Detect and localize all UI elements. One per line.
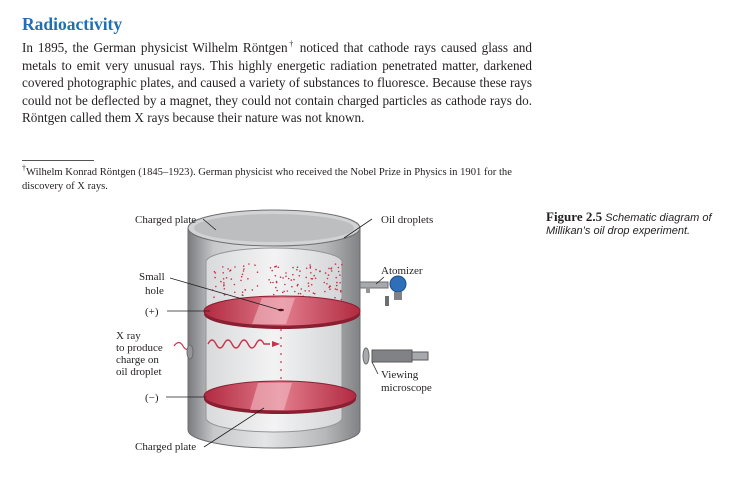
figure-caption: Figure 2.5 Schematic diagram of Millikan… — [546, 210, 726, 238]
label-xray-line1: X ray — [116, 330, 141, 342]
top-plate — [203, 295, 361, 329]
viewing-microscope — [362, 347, 429, 365]
footnote-mark: † — [22, 163, 26, 173]
body-paragraph: In 1895, the German physicist Wilhelm Rö… — [22, 39, 532, 127]
footnote-text: Wilhelm Konrad Röntgen (1845–1923). Germ… — [22, 167, 512, 192]
bottom-plate — [203, 380, 357, 414]
label-negative: (−) — [145, 392, 159, 404]
small-hole-marker — [278, 308, 284, 312]
xray-wave — [207, 339, 280, 349]
label-small-hole-line2: hole — [145, 285, 164, 297]
diagram-labels: Charged plate Oil droplets Atomizer Smal… — [116, 214, 433, 453]
figure-number: Figure 2.5 — [546, 209, 603, 224]
label-positive: (+) — [145, 306, 159, 318]
footnote-reference[interactable]: † — [287, 39, 295, 49]
footnote: †Wilhelm Konrad Röntgen (1845–1923). Ger… — [22, 163, 532, 194]
label-oil-droplets: Oil droplets — [381, 214, 433, 226]
label-atomizer: Atomizer — [381, 265, 423, 277]
oil-droplets-cloud — [211, 263, 343, 307]
falling-droplet-trail — [280, 329, 282, 379]
leader-lines — [166, 218, 385, 448]
figure-caption-text: Schematic diagram of Millikan’s oil drop… — [546, 212, 712, 237]
label-viewing-line1: Viewing — [381, 369, 419, 381]
footnote-divider — [22, 160, 94, 161]
label-charged-plate-top: Charged plate — [135, 214, 196, 226]
paragraph-part-1: In 1895, the German physicist Wilhelm Rö… — [22, 40, 288, 55]
paragraph-part-2: noticed that cathode rays caused glass a… — [22, 40, 532, 125]
label-xray-line3: charge on — [116, 354, 159, 366]
label-small-hole-line1: Small — [139, 271, 165, 283]
label-xray-line4: oil droplet — [116, 366, 162, 378]
label-viewing-line2: microscope — [381, 382, 432, 394]
label-charged-plate-bottom: Charged plate — [135, 441, 196, 453]
label-xray-line2: to produce — [116, 342, 163, 354]
atomizer — [359, 275, 407, 306]
xray-source — [173, 341, 194, 360]
section-heading: Radioactivity — [22, 14, 123, 34]
